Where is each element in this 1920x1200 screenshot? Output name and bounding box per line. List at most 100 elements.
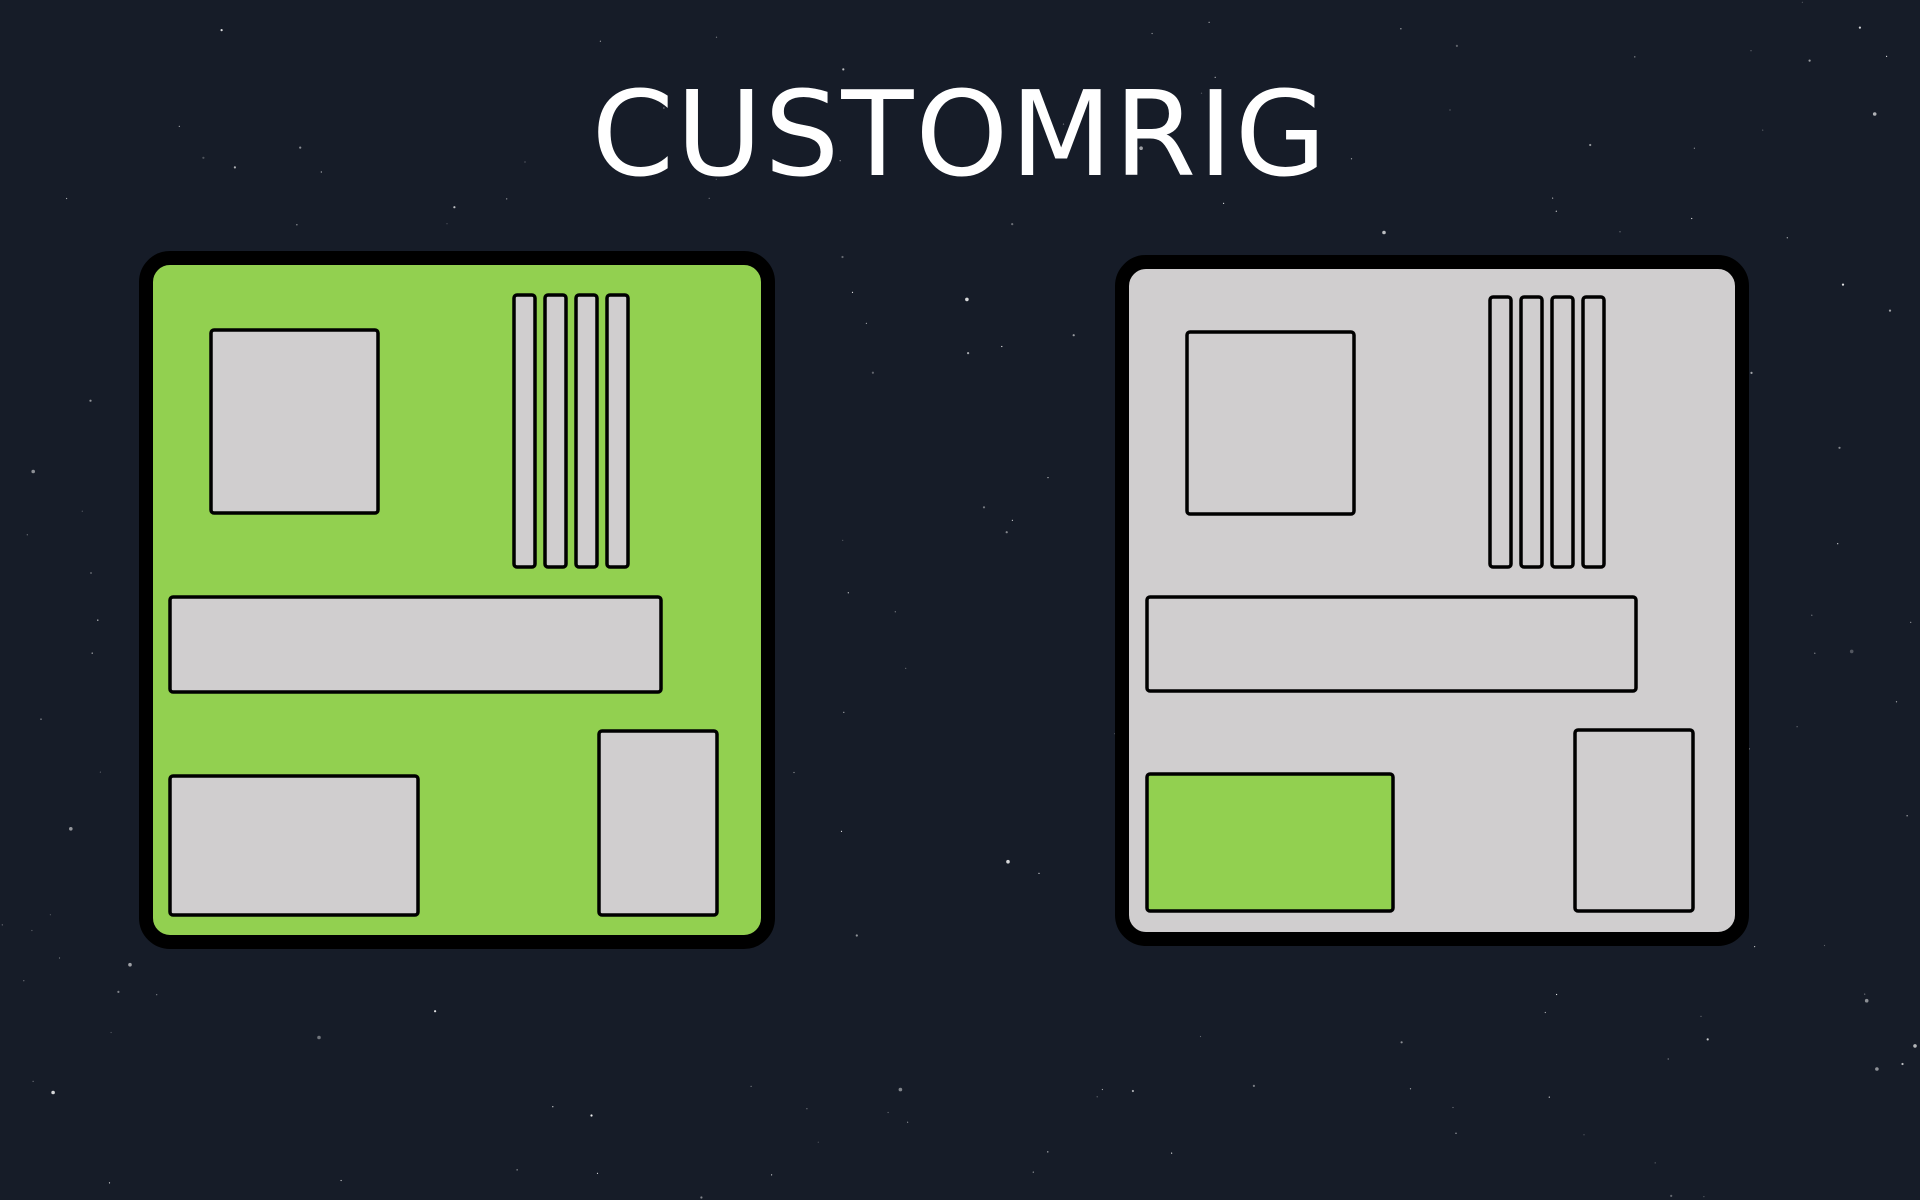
star (1875, 1067, 1879, 1071)
left-storage-drive[interactable] (597, 729, 719, 917)
star (506, 198, 508, 200)
star (793, 771, 795, 774)
star (1200, 92, 1203, 94)
star (1400, 1041, 1403, 1044)
star (453, 206, 456, 209)
star (771, 1174, 773, 1176)
star (1886, 55, 1888, 58)
right-storage-drive[interactable] (1573, 728, 1695, 913)
star (1811, 614, 1813, 616)
star (1667, 1058, 1669, 1060)
star (1634, 56, 1636, 58)
left-cpu-socket[interactable] (209, 328, 380, 515)
left-power-supply[interactable] (168, 774, 420, 917)
star (843, 711, 845, 713)
left-gpu-slot[interactable] (168, 595, 663, 694)
star (1901, 1062, 1904, 1066)
star (1548, 1096, 1550, 1098)
star (715, 36, 718, 38)
right-ram-slot-2[interactable] (1519, 295, 1544, 569)
star (296, 224, 298, 226)
star (1906, 815, 1908, 817)
star (1864, 993, 1866, 995)
left-ram-slot-4[interactable] (605, 293, 630, 569)
left-ram-slot-2[interactable] (543, 293, 568, 569)
right-board[interactable] (1115, 255, 1749, 946)
star (202, 156, 205, 159)
star (1703, 1196, 1705, 1198)
star (1700, 1015, 1702, 1018)
star (1589, 143, 1592, 147)
star (32, 1080, 34, 1082)
star (1754, 946, 1756, 948)
star (1849, 649, 1854, 654)
star (66, 197, 68, 200)
star (1151, 32, 1153, 35)
star (596, 1172, 599, 1174)
left-board[interactable] (139, 251, 775, 949)
right-power-supply[interactable] (1145, 772, 1395, 913)
star (1619, 231, 1621, 233)
star (1006, 859, 1010, 864)
star (434, 1010, 437, 1013)
star (299, 146, 302, 149)
star (1400, 28, 1402, 30)
right-gpu-slot[interactable] (1145, 595, 1638, 693)
star (69, 827, 73, 831)
star (156, 994, 158, 996)
star (839, 160, 841, 162)
star (1837, 543, 1839, 545)
star (1047, 1151, 1049, 1153)
star (1455, 1132, 1457, 1134)
star (967, 352, 970, 355)
star (117, 990, 120, 994)
star (1409, 1088, 1412, 1090)
star (1808, 59, 1811, 62)
star (1654, 1162, 1656, 1164)
star (1872, 112, 1877, 116)
star (1455, 44, 1458, 48)
star (1801, 1, 1803, 3)
star (590, 1114, 593, 1117)
star (865, 322, 868, 324)
star (842, 68, 845, 71)
star (1888, 309, 1892, 312)
star (110, 1031, 112, 1034)
star (26, 534, 28, 536)
star (89, 399, 92, 402)
star (840, 830, 843, 833)
star (905, 667, 907, 670)
star (817, 1141, 819, 1143)
star (1452, 1106, 1454, 1109)
star (320, 171, 322, 173)
star (1131, 1089, 1134, 1093)
left-ram-slot-3[interactable] (574, 293, 599, 569)
star (842, 539, 844, 542)
star (1913, 1044, 1917, 1048)
star (907, 1121, 909, 1123)
star (1691, 217, 1693, 220)
star (1544, 1011, 1546, 1014)
right-ram-slot-1[interactable] (1488, 295, 1513, 569)
star (1199, 1035, 1202, 1038)
star (1796, 726, 1798, 728)
star (178, 125, 180, 127)
right-ram-slot-4[interactable] (1581, 295, 1606, 569)
star (1214, 76, 1216, 78)
right-ram-slot-3[interactable] (1550, 295, 1575, 569)
star (851, 291, 854, 293)
right-cpu-socket[interactable] (1185, 330, 1356, 516)
star (1750, 371, 1753, 374)
star (51, 1090, 55, 1095)
star (1841, 283, 1845, 286)
star (1101, 1088, 1103, 1091)
star (847, 592, 849, 594)
star (1139, 146, 1143, 150)
star (58, 957, 61, 959)
star (1032, 1171, 1034, 1173)
star (1864, 998, 1869, 1003)
star (750, 1085, 752, 1087)
left-ram-slot-1[interactable] (512, 293, 537, 569)
star (91, 652, 93, 654)
